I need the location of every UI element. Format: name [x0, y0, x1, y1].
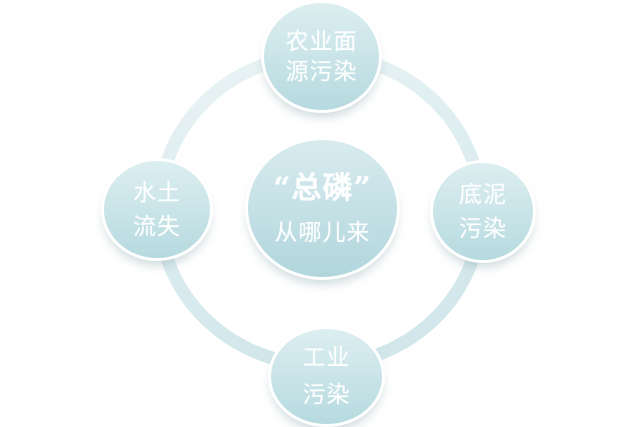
node-label-line: 底泥 [459, 181, 507, 208]
node-soil-erosion: 水土 流失 [104, 161, 210, 258]
node-label-line: 污染 [302, 381, 351, 408]
node-industrial-pollution: 工业 污染 [271, 329, 382, 424]
center-node-subtitle: 从哪儿来 [274, 219, 371, 246]
node-label-line: 工业 [302, 344, 351, 371]
center-node-total-phosphorus: “总磷” 从哪儿来 [248, 140, 397, 277]
center-node-title: “总磷” [273, 170, 372, 206]
node-sediment-pollution: 底泥 污染 [433, 163, 533, 260]
node-label-line: 流失 [133, 213, 181, 240]
node-label-line: 农业面 [285, 28, 358, 55]
node-label-line: 源污染 [285, 58, 358, 85]
node-label-line: 污染 [459, 215, 507, 242]
node-label-line: 水土 [133, 179, 181, 206]
node-agricultural-nonpoint-pollution: 农业面 源污染 [264, 3, 379, 110]
